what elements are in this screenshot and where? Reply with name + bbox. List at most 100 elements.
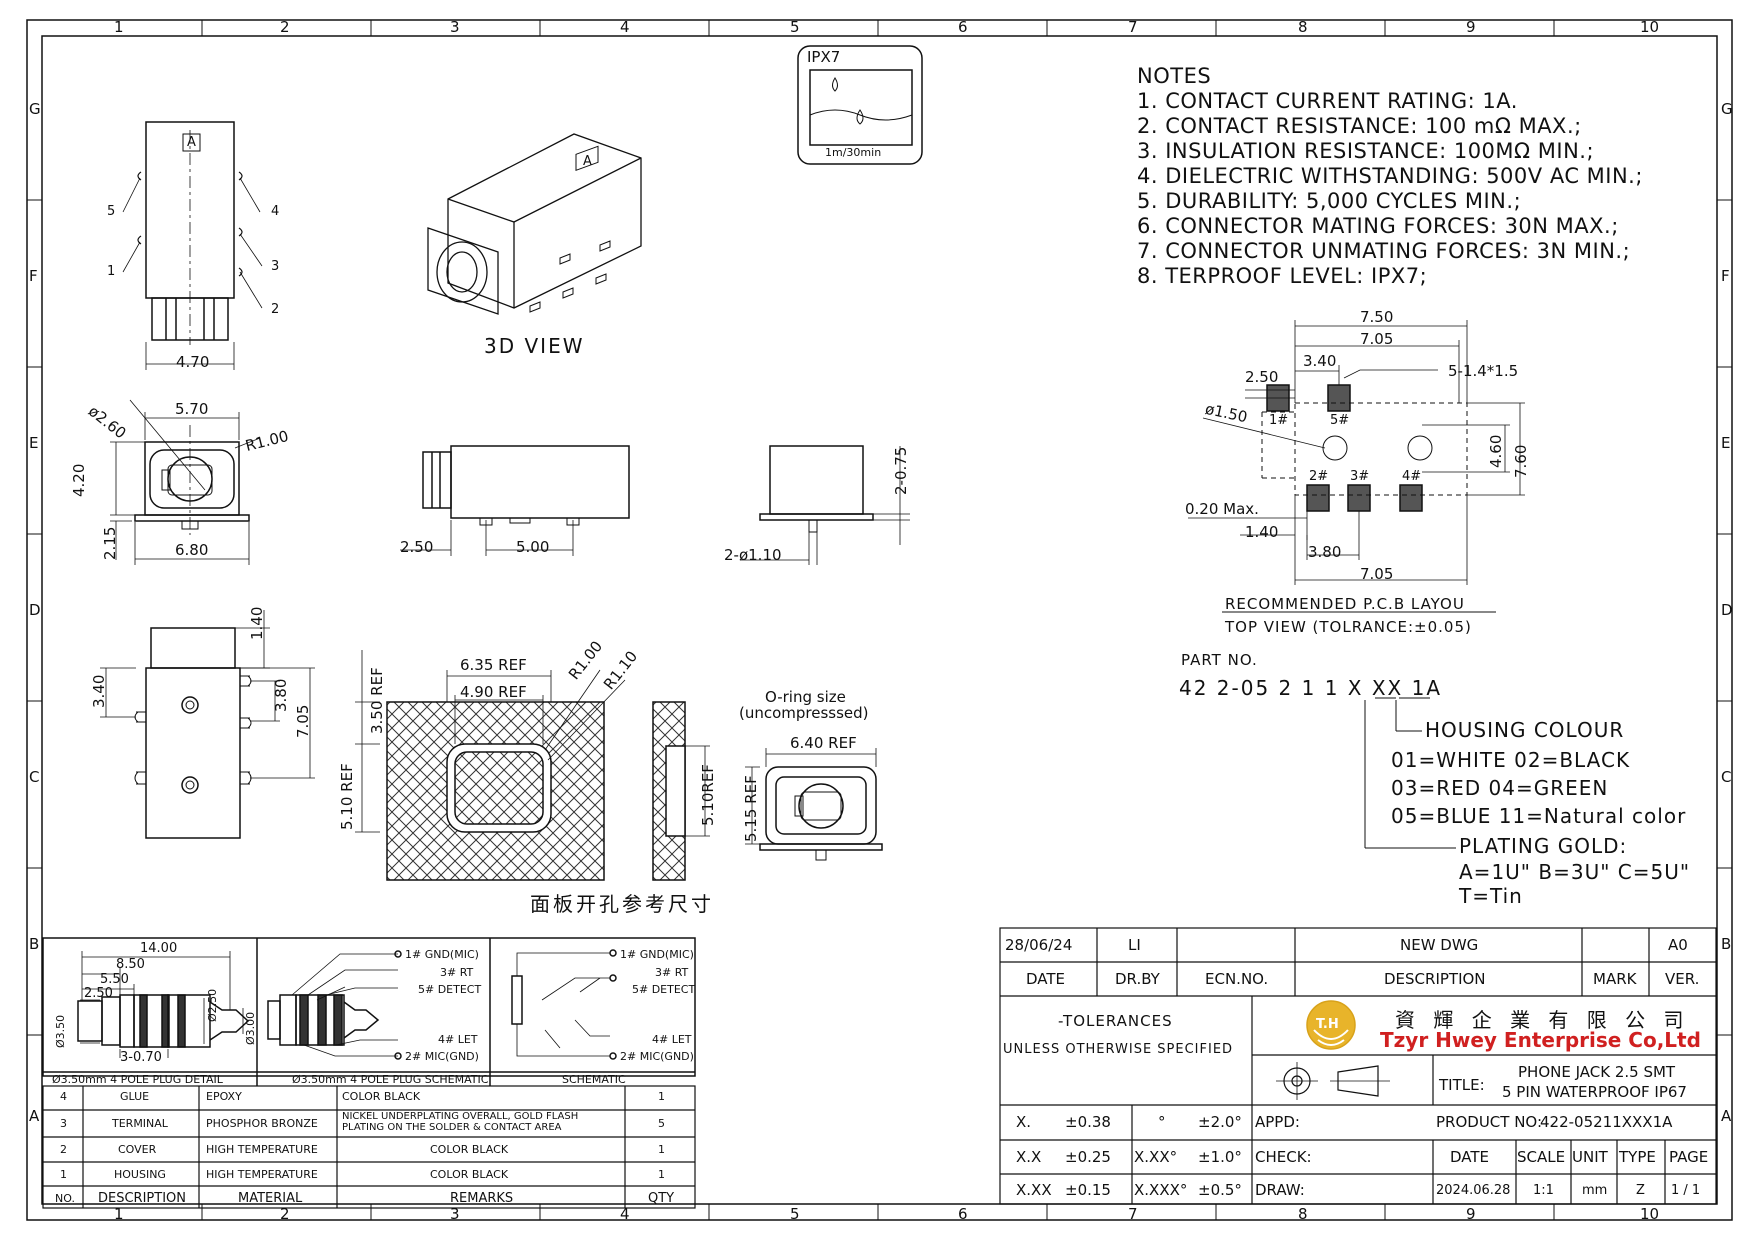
note-3: 3. INSULATION RESISTANCE: 100MΩ MIN.; [1137, 139, 1595, 163]
schem-pin-3: 3# RT [655, 966, 689, 979]
tol-row-3-a: X.XX [1016, 1181, 1052, 1199]
end-view [740, 445, 910, 565]
tol-row-2-b: ±0.25 [1065, 1148, 1111, 1166]
dim-5-10ref-section: 5.10REF [699, 764, 717, 826]
dim-5-70: 5.70 [175, 400, 209, 418]
ipx7-sub: 1m/30min [825, 146, 882, 159]
plating-tin: T=Tin [1459, 884, 1523, 908]
rev-header-date: DATE [1026, 970, 1066, 988]
note-6: 6. CONNECTOR MATING FORCES: 30N MAX.; [1137, 214, 1619, 238]
dim-2-0-75: 2-0.75 [892, 446, 910, 495]
zone-col-1: 1 [114, 18, 124, 36]
colour-option-2: 03=RED 04=GREEN [1391, 776, 1609, 800]
zone-row-f-right: F [1721, 267, 1730, 285]
zone-row-a-right: A [1721, 1107, 1732, 1125]
tolerances-title: -TOLERANCES [1058, 1012, 1173, 1030]
bom-header-remarks: REMARKS [450, 1191, 514, 1206]
title-block-grid [999, 927, 1717, 1205]
bom-header-qty: QTY [648, 1191, 675, 1206]
plug-dim-8-50: 8.50 [116, 957, 145, 972]
zone-row-d: D [29, 601, 41, 619]
rev-header-drby: DR.BY [1115, 970, 1160, 988]
check-label: CHECK: [1255, 1148, 1312, 1166]
housing-colour-label: HOUSING COLOUR [1425, 718, 1625, 742]
plug-pin-2: 2# MIC(GND) [405, 1050, 479, 1063]
dim-4-70: 4.70 [176, 353, 210, 371]
plug-dim-3-0-70: 3-0.70 [120, 1050, 162, 1065]
pcb-dim-3-40: 3.40 [1303, 352, 1337, 370]
pin-label-2: 2 [271, 302, 280, 317]
zone-row-d-right: D [1721, 601, 1733, 619]
zone-col-10-bottom: 10 [1640, 1205, 1660, 1223]
dim-6-40-ref: 6.40 REF [790, 734, 857, 752]
zone-col-4-bottom: 4 [620, 1205, 630, 1223]
zone-row-c: C [29, 768, 40, 786]
company-name-en: Tzyr Hwey Enterprise Co,Ltd [1380, 1028, 1701, 1052]
dim-3-40: 3.40 [90, 674, 108, 708]
company-name-cn: 資 輝 企 業 有 限 公 司 [1395, 1008, 1690, 1032]
tol-row-3-c: X.XXX° [1134, 1181, 1188, 1199]
zone-col-7: 7 [1128, 18, 1138, 36]
side-view-mid [400, 445, 630, 556]
bom-row-2-material: HIGH TEMPERATURE [206, 1143, 318, 1156]
pcb-pin-5: 5# [1330, 413, 1350, 428]
plug-pin-3: 3# RT [440, 966, 474, 979]
zone-row-b-right: B [1721, 935, 1732, 953]
note-4: 4. DIELECTRIC WITHSTANDING: 500V AC MIN.… [1137, 164, 1643, 188]
front-view [110, 399, 261, 565]
product-no-value: 422-05211XXX1A [1540, 1113, 1673, 1131]
meta-header-scale: SCALE [1517, 1148, 1566, 1166]
rev-date: 28/06/24 [1005, 936, 1073, 954]
iso-view [427, 133, 642, 315]
oring-label-sub: (uncompresssed) [739, 704, 869, 722]
dim-5-15-ref: 5.15 REF [742, 775, 760, 842]
dim-2-d1-10: 2-ø1.10 [724, 546, 782, 564]
zone-row-a: A [29, 1107, 40, 1125]
pcb-pin-4: 4# [1402, 469, 1422, 484]
tol-row-1-d: ±2.0° [1198, 1113, 1242, 1131]
pcb-dim-pad: 5-1.4*1.5 [1448, 362, 1519, 380]
appd-label: APPD: [1255, 1113, 1300, 1131]
dim-5-00: 5.00 [516, 538, 550, 556]
company-logo [1306, 1000, 1356, 1050]
zone-col-6: 6 [958, 18, 968, 36]
dim-1-40: 1.40 [248, 606, 266, 640]
dim-7-05: 7.05 [294, 704, 312, 738]
title-line-2: 5 PIN WATERPROOF IP67 [1502, 1083, 1687, 1101]
marking-letter: A [187, 135, 196, 150]
meta-page: 1 / 1 [1671, 1183, 1701, 1198]
rev-ver: A0 [1668, 936, 1688, 954]
bom-row-3-desc: TERMINAL [112, 1117, 168, 1130]
title-label: TITLE: [1439, 1076, 1485, 1094]
note-2: 2. CONTACT RESISTANCE: 100 mΩ MAX.; [1137, 114, 1582, 138]
meta-header-page: PAGE [1669, 1148, 1709, 1166]
plug-dim-14-00: 14.00 [140, 941, 178, 956]
bom-row-1-desc: HOUSING [114, 1168, 166, 1181]
iso-marking-letter: A [583, 154, 592, 169]
bom-row-2-no: 2 [60, 1143, 67, 1156]
zone-col-6-bottom: 6 [958, 1205, 968, 1223]
draw-label: DRAW: [1255, 1181, 1305, 1199]
dim-2-15: 2.15 [101, 526, 119, 560]
tol-row-3-d: ±0.5° [1198, 1181, 1242, 1199]
plug-panel [42, 937, 696, 1086]
schematic-caption: SCHEMATIC [562, 1073, 626, 1086]
meta-date: 2024.06.28 [1436, 1183, 1511, 1198]
part-leaders [1364, 697, 1456, 849]
bom-row-4-no: 4 [60, 1090, 67, 1103]
tol-row-2-a: X.X [1016, 1148, 1042, 1166]
note-8: 8. TERPROOF LEVEL: IPX7; [1137, 264, 1428, 288]
tolerances-subtitle: UNLESS OTHERWISE SPECIFIED [1003, 1042, 1234, 1057]
meta-header-date: DATE [1450, 1148, 1490, 1166]
zone-col-5: 5 [790, 18, 800, 36]
plug-detail-caption: Ø3.50mm 4 POLE PLUG DETAIL [52, 1073, 223, 1086]
zone-col-9: 9 [1466, 18, 1476, 36]
note-1: 1. CONTACT CURRENT RATING: 1A. [1137, 89, 1518, 113]
plug-schem-caption: Ø3.50mm 4 POLE PLUG SCHEMATIC [292, 1073, 489, 1086]
dim-3-50-ref: 3.50 REF [368, 667, 386, 734]
rev-drby: LI [1128, 936, 1141, 954]
zone-row-c-right: C [1721, 768, 1732, 786]
bom-row-1-remarks: COLOR BLACK [430, 1168, 509, 1181]
dim-2-50: 2.50 [400, 538, 434, 556]
tol-row-3-b: ±0.15 [1065, 1181, 1111, 1199]
